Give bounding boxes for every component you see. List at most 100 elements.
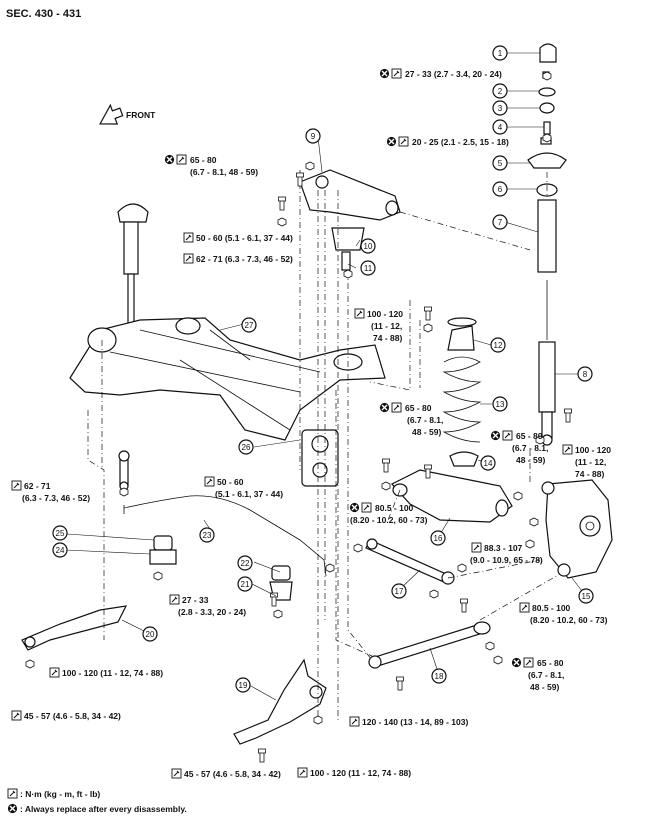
upper-link — [299, 169, 401, 271]
part-number-3: 3 — [492, 100, 508, 116]
torque-spec-11: 50 - 60 (5.1 - 6.1, 37 - 44) — [204, 476, 283, 499]
svg-text:45 - 57 (4.6 - 5.8, 34 - 42): 45 - 57 (4.6 - 5.8, 34 - 42) — [184, 769, 281, 779]
torque-spec-8: 65 - 80 (6.7 - 8.1, 48 - 59) — [490, 430, 548, 465]
svg-text:: Always replace after every d: : Always replace after every disassembly… — [20, 804, 187, 814]
part-number-9: 9 — [305, 128, 321, 144]
part-number-13: 13 — [492, 396, 508, 412]
svg-text:62 - 71 (6.3 - 7.3, 46 - 52): 62 - 71 (6.3 - 7.3, 46 - 52) — [196, 254, 293, 264]
part-number-20: 20 — [142, 626, 158, 642]
part-number-19: 19 — [235, 677, 251, 693]
toe-link — [365, 538, 455, 585]
part-number-17: 17 — [391, 583, 407, 599]
part-number-10: 10 — [360, 238, 376, 254]
part-number-18: 18 — [431, 668, 447, 684]
svg-text:(11 - 12,: (11 - 12, — [371, 321, 402, 331]
svg-text:(8.20 - 10.2, 60 - 73): (8.20 - 10.2, 60 - 73) — [530, 615, 608, 625]
svg-text:(9.0 - 10.9, 65 - 78): (9.0 - 10.9, 65 - 78) — [470, 555, 543, 565]
svg-text:26: 26 — [242, 443, 251, 452]
svg-text:15: 15 — [582, 592, 591, 601]
svg-text:6: 6 — [498, 185, 503, 194]
svg-text:4: 4 — [498, 123, 503, 132]
part-number-25: 25 — [52, 525, 68, 541]
svg-text:: N·m (kg - m, ft - lb): : N·m (kg - m, ft - lb) — [20, 789, 100, 799]
svg-text:25: 25 — [56, 529, 65, 538]
part-number-1: 1 — [492, 45, 508, 61]
svg-text:100 - 120: 100 - 120 — [367, 309, 403, 319]
svg-text:65 - 80: 65 - 80 — [190, 155, 217, 165]
rear-link — [368, 621, 491, 669]
svg-text:18: 18 — [435, 672, 444, 681]
part-number-15: 15 — [578, 588, 594, 604]
torque-spec-14: 27 - 33 (2.8 - 3.3, 20 - 24) — [169, 594, 246, 617]
svg-text:(2.8 - 3.3, 20 - 24): (2.8 - 3.3, 20 - 24) — [178, 607, 246, 617]
svg-text:(11 - 12,: (11 - 12, — [575, 457, 606, 467]
part-number-12: 12 — [490, 337, 506, 353]
legend-replace-note: : Always replace after every disassembly… — [7, 803, 187, 814]
always-replace-icon — [7, 803, 18, 814]
svg-text:48 - 59): 48 - 59) — [516, 455, 545, 465]
part-number-6: 6 — [492, 181, 508, 197]
svg-text:65 - 80: 65 - 80 — [516, 431, 543, 441]
svg-text:100 - 120 (11 - 12, 74 - 88): 100 - 120 (11 - 12, 74 - 88) — [62, 668, 163, 678]
part-number-14: 14 — [480, 455, 496, 471]
svg-text:45 - 57 (4.6 - 5.8, 34 - 42): 45 - 57 (4.6 - 5.8, 34 - 42) — [24, 711, 121, 721]
fasteners — [25, 71, 572, 763]
part-number-11: 11 — [360, 260, 376, 276]
part-number-26: 26 — [238, 439, 254, 455]
torque-spec-3: 65 - 80 (6.7 - 8.1, 48 - 59) — [164, 154, 258, 177]
svg-text:74 - 88): 74 - 88) — [373, 333, 402, 343]
axle-knuckle — [541, 479, 613, 579]
svg-text:5: 5 — [498, 159, 503, 168]
part-number-2: 2 — [492, 83, 508, 99]
svg-text:120 - 140 (13 - 14, 89 - 103): 120 - 140 (13 - 14, 89 - 103) — [362, 717, 468, 727]
torque-spec-6: 100 - 120 (11 - 12, 74 - 88) — [354, 308, 403, 343]
part-number-21: 21 — [237, 576, 253, 592]
coil-spring — [442, 317, 482, 467]
svg-text:88.3 - 107: 88.3 - 107 — [484, 543, 523, 553]
torque-spec-13: 88.3 - 107 (9.0 - 10.9, 65 - 78) — [470, 542, 543, 565]
svg-text:(6.3 - 7.3, 46 - 52): (6.3 - 7.3, 46 - 52) — [22, 493, 90, 503]
part-number-8: 8 — [577, 366, 593, 382]
member-stay-right — [233, 658, 327, 745]
svg-text:20: 20 — [146, 630, 155, 639]
svg-text:80.5 - 100: 80.5 - 100 — [532, 603, 571, 613]
strut-assembly — [527, 43, 567, 446]
stabilizer-connecting-rod — [118, 450, 130, 491]
svg-text:100 - 120: 100 - 120 — [575, 445, 611, 455]
svg-text:(6.7 - 8.1,: (6.7 - 8.1, — [528, 670, 564, 680]
svg-text:16: 16 — [434, 534, 443, 543]
svg-text:8: 8 — [583, 370, 588, 379]
torque-spec-19: 120 - 140 (13 - 14, 89 - 103) — [349, 716, 468, 727]
left-shock-absorber — [117, 203, 149, 333]
svg-text:3: 3 — [498, 104, 503, 113]
svg-text:19: 19 — [239, 681, 248, 690]
torque-spec-12: 80.5 - 100 (8.20 - 10.2, 60 - 73) — [349, 502, 428, 525]
torque-spec-7: 65 - 80 (6.7 - 8.1, 48 - 59) — [379, 402, 443, 437]
part-number-7: 7 — [492, 214, 508, 230]
svg-text:100 - 120 (11 - 12, 74 - 88): 100 - 120 (11 - 12, 74 - 88) — [310, 768, 411, 778]
svg-text:2: 2 — [498, 87, 503, 96]
torque-spec-2: 20 - 25 (2.1 - 2.5, 15 - 18) — [386, 136, 509, 147]
svg-text:10: 10 — [364, 242, 373, 251]
torque-spec-9: 100 - 120 (11 - 12, 74 - 88) — [562, 444, 611, 479]
stabilizer-bushing — [149, 535, 177, 565]
torque-spec-20: 45 - 57 (4.6 - 5.8, 34 - 42) — [171, 768, 281, 779]
svg-text:12: 12 — [494, 341, 503, 350]
svg-text:80.5 - 100: 80.5 - 100 — [375, 503, 414, 513]
torque-spec-1: 27 - 33 (2.7 - 3.4, 20 - 24) — [379, 68, 502, 79]
svg-text:13: 13 — [496, 400, 505, 409]
front-label: FRONT — [126, 110, 156, 120]
alignment-lines — [87, 170, 561, 720]
svg-text:17: 17 — [395, 587, 404, 596]
stabilizer-bar — [123, 495, 327, 577]
svg-text:50 - 60 (5.1 - 6.1, 37 - 44): 50 - 60 (5.1 - 6.1, 37 - 44) — [196, 233, 293, 243]
part-number-22: 22 — [237, 555, 253, 571]
part-number-16: 16 — [430, 530, 446, 546]
part-number-24: 24 — [52, 542, 68, 558]
torque-wrench-icon — [7, 788, 18, 799]
torque-spec-21: 100 - 120 (11 - 12, 74 - 88) — [297, 767, 411, 778]
svg-text:(8.20 - 10.2, 60 - 73): (8.20 - 10.2, 60 - 73) — [350, 515, 428, 525]
part-number-4: 4 — [492, 119, 508, 135]
svg-text:74 - 88): 74 - 88) — [575, 469, 604, 479]
torque-spec-4: 50 - 60 (5.1 - 6.1, 37 - 44) — [183, 232, 293, 243]
